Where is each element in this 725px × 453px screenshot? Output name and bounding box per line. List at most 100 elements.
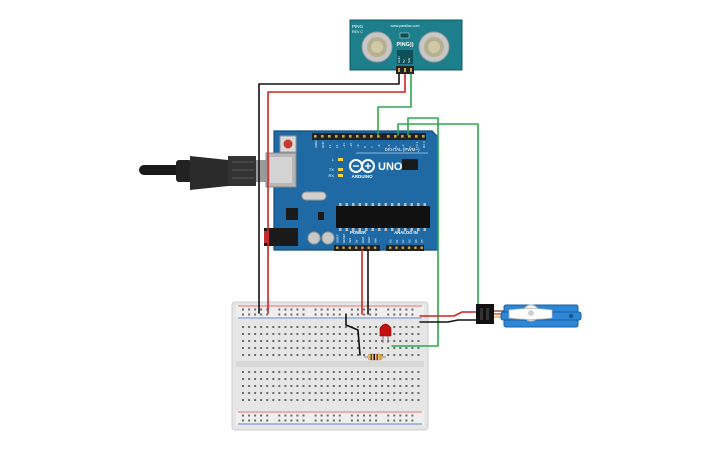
breadboard-hole[interactable] [405,392,408,394]
breadboard-hole[interactable] [272,354,275,356]
breadboard-hole[interactable] [399,340,402,342]
servo-motor[interactable] [476,304,582,328]
breadboard-hole[interactable] [260,333,263,335]
breadboard-hole[interactable] [278,414,281,417]
breadboard-hole[interactable] [387,371,390,373]
breadboard-hole[interactable] [278,399,281,401]
breadboard-hole[interactable] [350,354,353,356]
breadboard-hole[interactable] [278,308,281,311]
breadboard-hole[interactable] [242,419,244,422]
breadboard-hole[interactable] [242,340,244,342]
digital-pin[interactable] [394,135,397,138]
breadboard-hole[interactable] [399,347,402,349]
breadboard-hole[interactable] [254,354,257,356]
breadboard-hole[interactable] [314,340,317,342]
breadboard-hole[interactable] [338,392,341,394]
breadboard-hole[interactable] [344,340,347,342]
breadboard-hole[interactable] [350,347,353,349]
breadboard-hole[interactable] [326,313,329,316]
breadboard-hole[interactable] [411,308,414,311]
breadboard-hole[interactable] [387,308,390,311]
breadboard-hole[interactable] [375,378,378,380]
breadboard-hole[interactable] [411,340,414,342]
breadboard-hole[interactable] [350,378,353,380]
breadboard-hole[interactable] [290,371,293,373]
breadboard-hole[interactable] [290,399,293,401]
power-pin[interactable] [354,246,358,249]
breadboard-hole[interactable] [320,419,323,422]
breadboard-hole[interactable] [278,378,281,380]
breadboard-hole[interactable] [393,326,396,328]
breadboard-hole[interactable] [248,392,251,394]
breadboard-hole[interactable] [266,313,269,316]
breadboard-hole[interactable] [375,392,378,394]
breadboard-hole[interactable] [363,419,365,422]
breadboard-hole[interactable] [405,419,408,422]
breadboard-hole[interactable] [254,340,257,342]
breadboard-hole[interactable] [260,354,263,356]
breadboard-hole[interactable] [356,347,359,349]
breadboard-hole[interactable] [272,347,275,349]
breadboard-hole[interactable] [260,326,263,328]
breadboard-hole[interactable] [399,354,402,356]
breadboard-hole[interactable] [260,419,263,422]
breadboard-hole[interactable] [332,371,335,373]
breadboard-hole[interactable] [338,340,341,342]
digital-pin[interactable] [314,135,317,138]
breadboard-hole[interactable] [248,378,251,380]
breadboard-hole[interactable] [338,308,341,311]
breadboard-hole[interactable] [248,326,251,328]
breadboard-hole[interactable] [308,347,311,349]
breadboard-hole[interactable] [272,378,275,380]
breadboard-hole[interactable] [248,347,251,349]
breadboard-hole[interactable] [308,378,311,380]
breadboard-hole[interactable] [356,308,359,311]
breadboard-hole[interactable] [254,378,257,380]
breadboard-hole[interactable] [302,385,305,387]
breadboard-hole[interactable] [284,414,287,417]
power-pin[interactable] [336,246,339,249]
breadboard-hole[interactable] [363,354,365,356]
breadboard-hole[interactable] [326,378,329,380]
breadboard-hole[interactable] [369,419,372,422]
breadboard-hole[interactable] [290,308,293,311]
breadboard-hole[interactable] [363,385,365,387]
breadboard-hole[interactable] [260,399,263,401]
breadboard-hole[interactable] [302,326,305,328]
breadboard-hole[interactable] [260,308,263,311]
breadboard-hole[interactable] [326,371,329,373]
breadboard-hole[interactable] [399,333,402,335]
breadboard-hole[interactable] [375,340,378,342]
breadboard-hole[interactable] [314,414,317,417]
breadboard-hole[interactable] [393,313,396,316]
power-analog-pin-header[interactable] [336,246,423,249]
breadboard-hole[interactable] [369,333,372,335]
digital-pin[interactable] [422,135,425,138]
wires[interactable] [258,73,483,356]
breadboard-hole[interactable] [332,313,335,316]
breadboard-hole[interactable] [405,378,408,380]
digital-pin[interactable] [415,135,418,138]
breadboard-hole[interactable] [399,419,402,422]
breadboard-hole[interactable] [393,371,396,373]
breadboard-hole[interactable] [417,371,420,373]
digital-pin[interactable] [363,135,366,138]
breadboard-hole[interactable] [356,414,359,417]
breadboard-hole[interactable] [387,419,390,422]
breadboard-hole[interactable] [320,378,323,380]
breadboard-hole[interactable] [369,385,372,387]
breadboard-hole[interactable] [278,347,281,349]
breadboard-hole[interactable] [411,414,414,417]
breadboard-hole[interactable] [242,385,244,387]
breadboard-hole[interactable] [411,333,414,335]
breadboard-hole[interactable] [369,326,372,328]
breadboard-hole[interactable] [344,378,347,380]
breadboard-hole[interactable] [344,354,347,356]
breadboard-hole[interactable] [254,385,257,387]
breadboard-hole[interactable] [320,333,323,335]
breadboard-hole[interactable] [284,378,287,380]
breadboard-hole[interactable] [272,371,275,373]
digital-pin-header[interactable] [314,135,425,138]
breadboard-hole[interactable] [278,371,281,373]
breadboard-hole[interactable] [393,392,396,394]
